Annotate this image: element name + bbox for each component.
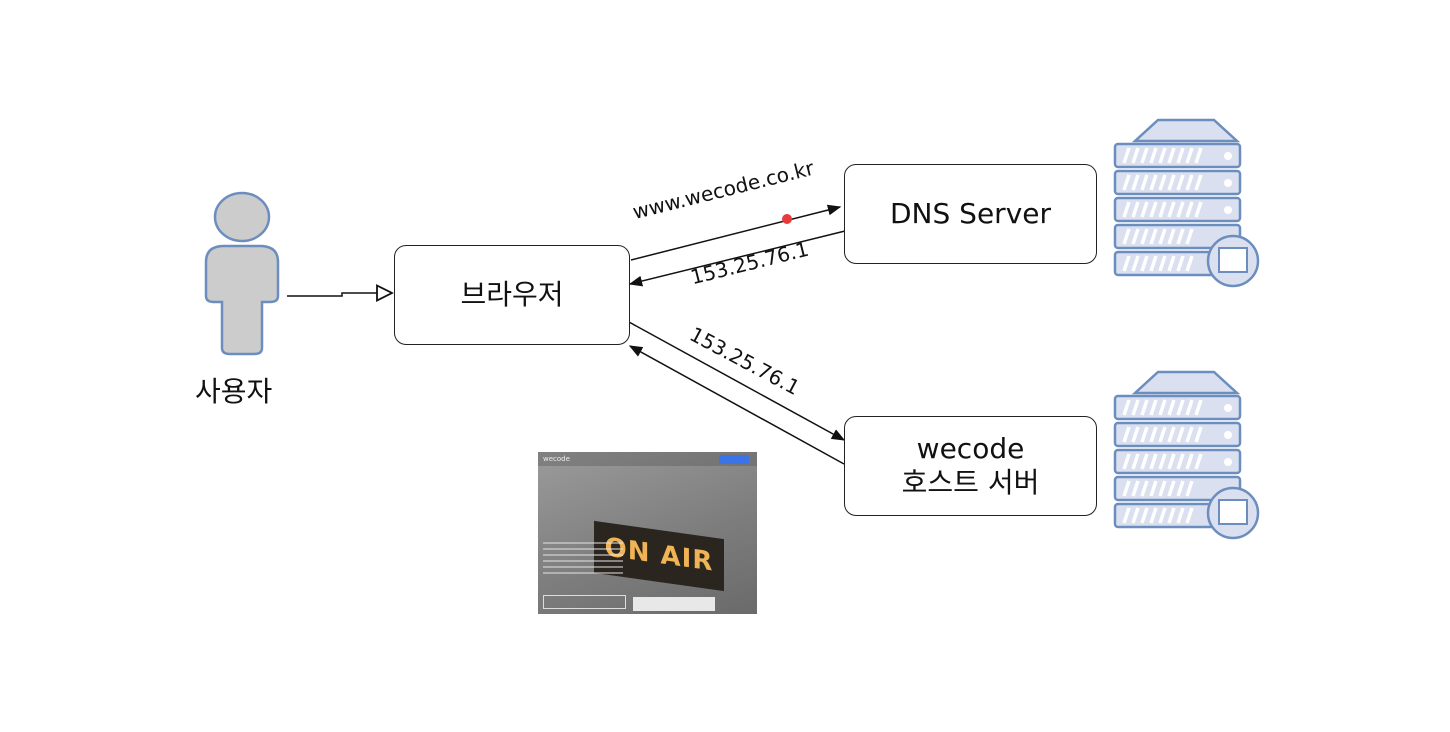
dns-server-node-label: DNS Server: [890, 197, 1051, 231]
browser-to-dns-edge: [630, 204, 842, 261]
host-server-rack-icon: [1113, 370, 1260, 540]
host-server-node-label-line1: wecode: [916, 432, 1025, 466]
user-icon: [204, 191, 280, 356]
browser-node: 브라우저: [394, 245, 630, 345]
dns-server-rack-icon: [1113, 118, 1260, 288]
dns-server-node: DNS Server: [844, 164, 1097, 264]
thumbnail-body-text: [543, 542, 623, 578]
user-to-browser-edge: [287, 293, 392, 296]
browser-node-label: 브라우저: [460, 278, 564, 312]
host-to-browser-edge: [628, 345, 845, 465]
thumbnail-navbar: [538, 452, 757, 466]
thumbnail-nav-button: [719, 455, 749, 464]
thumbnail-brand: wecode: [543, 455, 570, 463]
user-label: 사용자: [195, 375, 273, 408]
dns-to-browser-edge: [628, 230, 846, 287]
thumbnail-secondary-button: [543, 595, 626, 609]
browser-to-host-edge: [628, 321, 846, 441]
host-server-node-label-line2: 호스트 서버: [901, 466, 1040, 499]
thumbnail-primary-button: [633, 597, 715, 611]
host-server-node: wecode 호스트 서버: [844, 416, 1097, 516]
edge-waypoint-dot: [782, 214, 792, 224]
website-screenshot-thumbnail: wecode ON AIR: [538, 452, 757, 614]
